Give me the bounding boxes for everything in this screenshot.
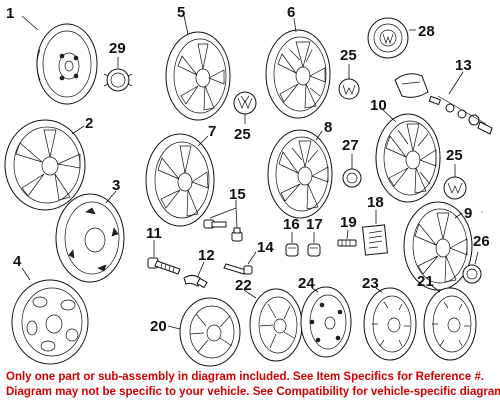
wheel-cover-24	[300, 286, 352, 358]
wheel-cover-21	[423, 287, 477, 361]
callout-8: 8	[324, 119, 332, 136]
lock-bolt-15	[203, 219, 243, 242]
callout-10: 10	[370, 97, 387, 114]
callout-3: 3	[112, 177, 120, 194]
callout-2: 2	[85, 115, 93, 132]
wheel-8-alloy	[267, 129, 333, 219]
callout-7: 7	[208, 123, 216, 140]
callout-26: 26	[473, 233, 490, 250]
callout-11: 11	[146, 225, 162, 242]
callout-25b: 25	[340, 47, 357, 64]
wheel-10-alloy	[375, 113, 441, 203]
callout-12: 12	[198, 247, 215, 264]
balance-weight-19	[337, 239, 357, 247]
wheel-1-steel	[36, 23, 98, 105]
callout-27: 27	[342, 137, 359, 154]
callout-1: 1	[6, 5, 14, 22]
center-cap-29	[103, 68, 133, 92]
wheel-cover-22	[249, 288, 303, 362]
tpms-sensor-13	[394, 73, 493, 135]
wheel-cover-23	[363, 287, 417, 361]
nut-16	[285, 243, 299, 257]
callout-15: 15	[229, 186, 246, 203]
parts-diagram: 1 29 2 3 4	[4, 4, 493, 367]
callout-23: 23	[362, 275, 379, 292]
callout-5: 5	[177, 4, 185, 21]
callout-17: 17	[306, 216, 323, 233]
center-cap-28	[367, 17, 409, 59]
wheel-6-alloy	[265, 29, 331, 119]
vw-emblem-25b	[338, 78, 360, 100]
callout-14: 14	[257, 239, 274, 256]
callout-19: 19	[340, 214, 357, 231]
valve-stem-12	[183, 274, 208, 289]
callout-16: 16	[283, 216, 300, 233]
callout-25a: 25	[234, 126, 251, 143]
wheel-bolt-11	[147, 257, 181, 275]
valve-stem-14	[223, 263, 253, 275]
callout-4: 4	[13, 253, 22, 270]
callout-24: 24	[298, 275, 315, 292]
callout-6: 6	[287, 4, 295, 21]
disclaimer-line-1: Only one part or sub-assembly in diagram…	[6, 371, 485, 383]
wheel-cover-20	[179, 297, 241, 367]
wheel-4-styled	[11, 279, 89, 365]
callout-18: 18	[367, 194, 384, 211]
callout-21: 21	[417, 273, 434, 290]
disclaimer-banner: Only one part or sub-assembly in diagram…	[0, 370, 500, 403]
wheel-3-steel	[55, 193, 125, 283]
label-18	[362, 224, 388, 256]
center-cap-27	[342, 168, 362, 188]
wheel-2-alloy	[4, 119, 86, 211]
callout-9: 9	[464, 205, 472, 222]
disclaimer-line-2: Diagram may not be specific to your vehi…	[6, 386, 500, 398]
callout-22: 22	[235, 277, 252, 294]
vw-emblem-25a	[233, 91, 257, 115]
callout-20: 20	[150, 318, 167, 335]
wheel-5-alloy	[165, 31, 231, 121]
callout-28: 28	[418, 23, 435, 40]
wheel-9-alloy	[403, 201, 473, 291]
wheel-7-alloy	[145, 133, 215, 227]
center-cap-26	[462, 264, 482, 284]
nut-17	[307, 243, 321, 257]
callout-25c: 25	[446, 147, 463, 164]
vw-emblem-25c	[443, 176, 467, 200]
callout-29: 29	[109, 40, 126, 57]
callout-13: 13	[455, 57, 472, 74]
